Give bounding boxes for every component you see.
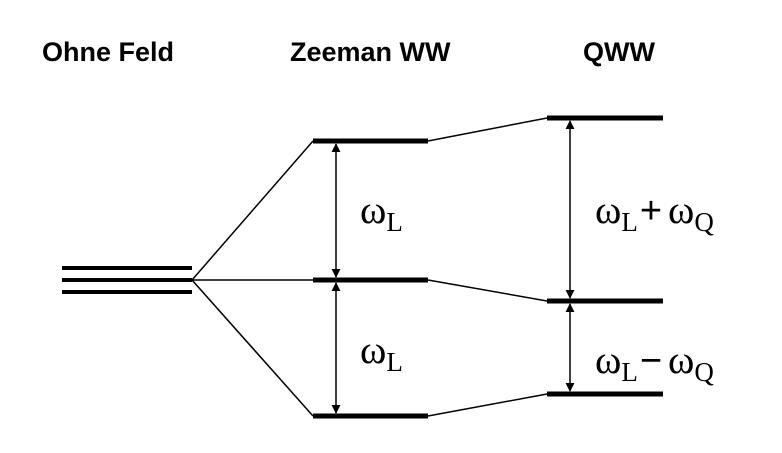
qww-levels — [547, 115, 663, 397]
zeeman-levels — [313, 138, 428, 419]
subscript-q: Q — [694, 357, 714, 387]
zeeman-splitting-connectors — [191, 140, 314, 417]
omega-symbol: ω — [668, 187, 695, 232]
omega-symbol: ω — [595, 187, 622, 232]
minus-sign: − — [639, 340, 663, 382]
subscript-l: L — [386, 347, 403, 377]
omega-symbol: ω — [360, 187, 387, 232]
subscript-q: Q — [694, 207, 714, 237]
label-omega-l-plus-omega-q: ωL+ωQ — [595, 187, 714, 236]
subscript-l: L — [621, 357, 638, 387]
qww-shift-connectors — [427, 117, 548, 417]
heading-no-field: Ohne Feld — [42, 37, 175, 67]
heading-qww: QWW — [583, 37, 655, 67]
subscript-l: L — [621, 207, 638, 237]
omega-symbol: ω — [360, 327, 387, 372]
label-omega-l-lower: ωL — [360, 327, 403, 376]
heading-zeeman: Zeeman WW — [290, 37, 451, 67]
omega-symbol: ω — [668, 337, 695, 382]
connector-to-qww-lower — [427, 393, 548, 417]
connector-to-zeeman-lower — [191, 279, 314, 417]
connector-to-qww-upper — [427, 117, 548, 142]
connector-to-qww-middle — [427, 279, 548, 302]
label-omega-l-upper: ωL — [360, 187, 403, 236]
plus-sign: + — [639, 190, 663, 232]
label-omega-l-minus-omega-q: ωL−ωQ — [595, 337, 714, 386]
subscript-l: L — [386, 207, 403, 237]
omega-symbol: ω — [595, 337, 622, 382]
degenerate-levels — [62, 266, 192, 294]
connector-to-zeeman-upper — [191, 140, 314, 281]
